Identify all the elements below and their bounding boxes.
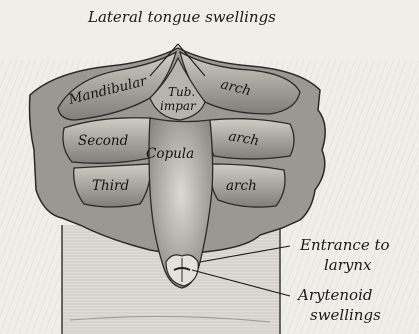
label-copula: Copula: [146, 146, 194, 162]
label-tub: Tub.: [168, 85, 195, 99]
label-entrance-to: Entrance to: [299, 236, 390, 254]
label-arytenoid: Arytenoid: [296, 286, 372, 304]
label-arch-3: arch: [226, 178, 257, 194]
label-third: Third: [92, 178, 129, 194]
label-second: Second: [78, 133, 129, 149]
label-larynx: larynx: [324, 256, 372, 274]
label-swellings: swellings: [310, 306, 381, 324]
label-lateral-tongue-swellings: Lateral tongue swellings: [87, 8, 276, 26]
label-impar: impar: [160, 99, 197, 113]
